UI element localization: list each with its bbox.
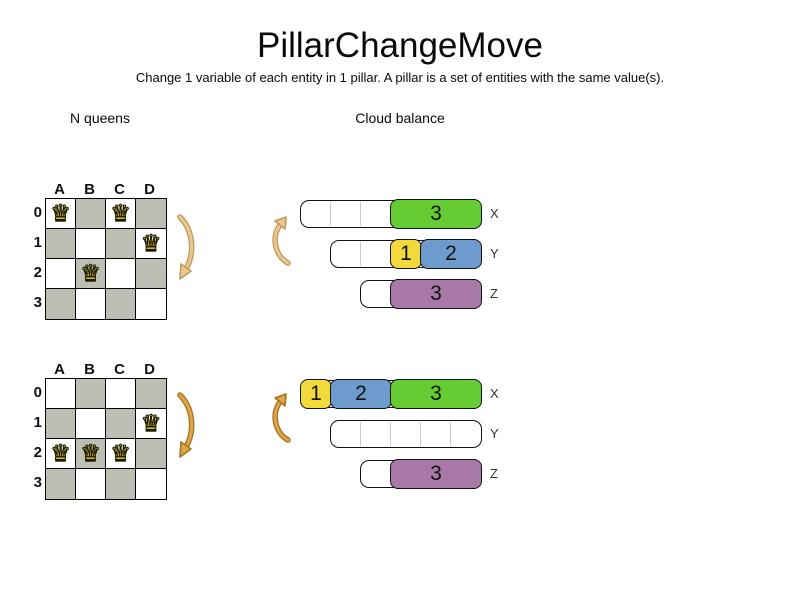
machine-label: Z [490,466,498,481]
process-block: 3 [390,379,482,409]
row-header: 3 [33,294,42,311]
page-title: PillarChangeMove [257,26,543,65]
chessboard-after: A B C D 0 1 2 3 ♛ ♛ ♛ ♛ [28,361,178,506]
row-header: 3 [33,474,42,491]
queen-icon: ♛ [110,200,132,227]
column-header: B [84,181,96,198]
queen-icon: ♛ [140,230,162,257]
queen-icon: ♛ [140,410,162,437]
column-header: D [144,181,156,198]
board-grid: ♛ ♛ ♛ ♛ [45,378,167,500]
queen-icon: ♛ [50,200,72,227]
bar-segment-divider [360,422,361,446]
column-header: C [114,181,126,198]
machine-label: Y [490,246,499,261]
bar-segment-divider [390,422,391,446]
board-cell [46,259,76,289]
board-cell [136,199,166,229]
process-block: 2 [420,239,482,269]
pillar-move-down-arrow [177,214,195,280]
board-cell [76,229,106,259]
subtitle: Change 1 variable of each entity in 1 pi… [135,70,665,85]
board-cell [46,379,76,409]
row-header: 0 [33,384,42,401]
machine-bar [330,420,482,448]
board-cell [76,289,106,319]
machine-bar: 3 [300,199,482,229]
board-cell: ♛ [106,439,136,469]
row-header: 2 [33,444,42,461]
process-block: 3 [390,459,482,489]
board-cell [106,469,136,499]
process-block: 1 [300,379,332,409]
pillar-move-up-arrow [272,216,291,266]
board-cell [76,379,106,409]
row-header: 1 [33,414,42,431]
board-cell: ♛ [76,439,106,469]
board-cell [136,379,166,409]
board-cell: ♛ [76,259,106,289]
board-grid: ♛ ♛ ♛ ♛ [45,198,167,320]
column-header: B [84,361,96,378]
queen-icon: ♛ [80,440,102,467]
board-cell: ♛ [106,199,136,229]
board-cell [106,259,136,289]
board-cell [76,409,106,439]
board-cell [106,409,136,439]
board-cell [46,469,76,499]
column-header: C [114,361,126,378]
process-block: 3 [390,279,482,309]
section-label-cloudbalance: Cloud balance [355,110,445,126]
bar-segment-divider [330,202,331,226]
board-cell: ♛ [136,229,166,259]
column-header: A [54,361,66,378]
process-block: 3 [390,199,482,229]
row-header: 0 [33,204,42,221]
machine-label: Y [490,426,499,441]
board-cell [46,289,76,319]
board-cell [76,469,106,499]
board-cell [136,439,166,469]
board-cell: ♛ [136,409,166,439]
board-cell [46,229,76,259]
row-header: 2 [33,264,42,281]
bar-segment-divider [450,422,451,446]
board-cell: ♛ [46,199,76,229]
board-cell [136,259,166,289]
board-cell [46,409,76,439]
queen-icon: ♛ [110,440,132,467]
process-block: 2 [330,379,392,409]
board-cell [136,289,166,319]
machine-label: X [490,206,499,221]
section-label-nqueens: N queens [70,110,130,126]
board-cell [136,469,166,499]
column-header: D [144,361,156,378]
bar-segment-divider [420,422,421,446]
queen-icon: ♛ [80,260,102,287]
board-cell [76,199,106,229]
row-header: 1 [33,234,42,251]
board-cell [106,379,136,409]
board-cell: ♛ [46,439,76,469]
column-header: A [54,181,66,198]
machine-bar: 3 [360,459,482,489]
queen-icon: ♛ [50,440,72,467]
machine-bar: 3 [360,279,482,309]
pillar-move-up-arrow [272,393,291,443]
board-cell [106,289,136,319]
chessboard-before: A B C D 0 1 2 3 ♛ ♛ ♛ ♛ [28,181,178,326]
machine-label: Z [490,286,498,301]
pillar-move-down-arrow [177,392,195,458]
machine-label: X [490,386,499,401]
bar-segment-divider [360,242,361,266]
board-cell [106,229,136,259]
bar-segment-divider [360,202,361,226]
